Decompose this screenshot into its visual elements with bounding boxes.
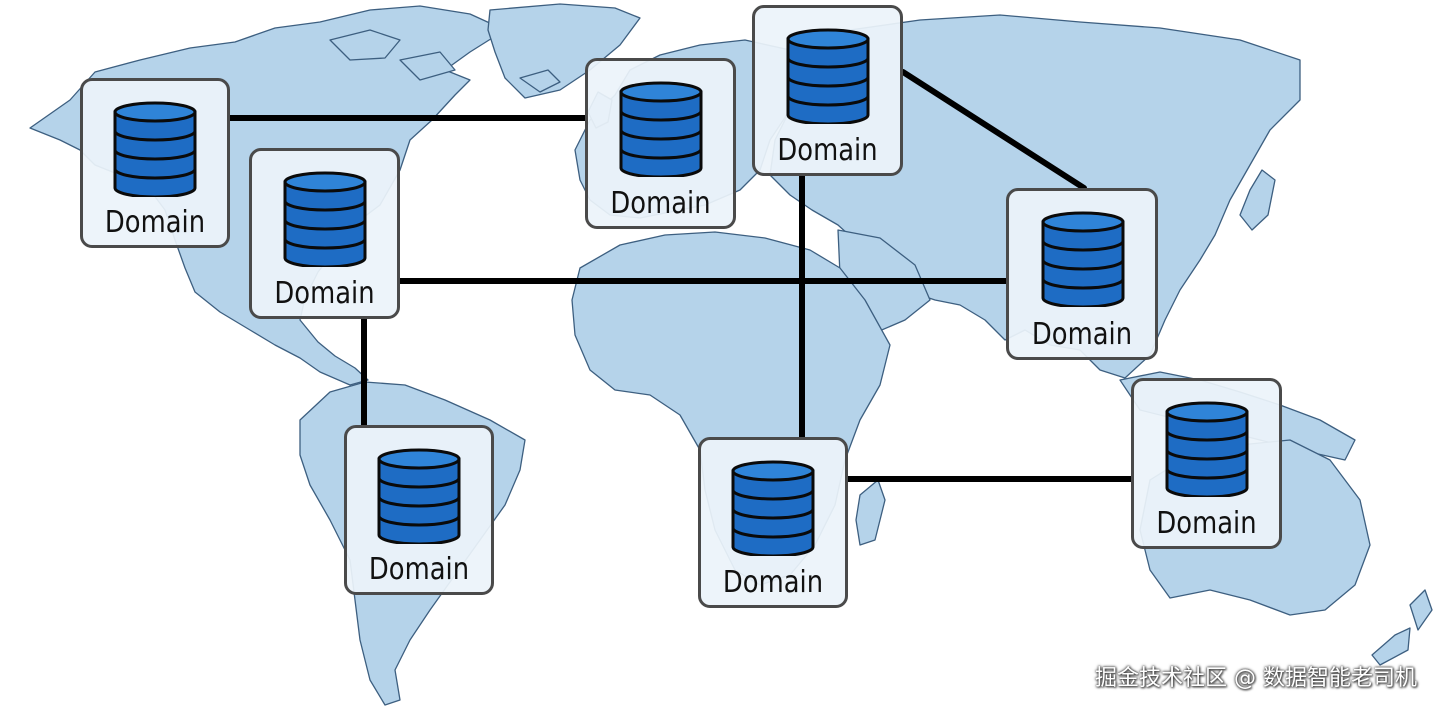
- database-top: [1041, 211, 1125, 233]
- domain-label: Domain: [274, 276, 375, 311]
- domain-node-north-america-west[interactable]: Domain: [80, 78, 230, 248]
- database-icon: [731, 460, 815, 556]
- database-layer-divider: [1165, 449, 1249, 461]
- database-body: [731, 469, 815, 556]
- database-layer-divider: [113, 149, 197, 161]
- domain-label: Domain: [1031, 317, 1133, 352]
- database-body: [619, 90, 703, 177]
- domain-node-south-america[interactable]: Domain: [344, 425, 494, 595]
- new-zealand: [1371, 589, 1433, 666]
- connector-eastern-europe-to-asia: [900, 69, 1087, 191]
- database-layer-divider: [283, 219, 367, 231]
- database-layer-divider: [619, 129, 703, 141]
- domain-node-eastern-europe[interactable]: Domain: [752, 5, 903, 176]
- database-body: [113, 110, 197, 197]
- database-layer-divider: [377, 515, 461, 527]
- japan: [1239, 169, 1276, 231]
- database-layer-divider: [786, 95, 870, 107]
- database-top: [113, 101, 197, 123]
- arctic-islands: [329, 29, 456, 81]
- database-layer-divider: [786, 57, 870, 69]
- database-layer-divider: [1041, 278, 1125, 290]
- database-icon: [283, 171, 367, 267]
- madagascar: [855, 479, 886, 546]
- database-layer-divider: [731, 489, 815, 501]
- database-layer-divider: [1165, 468, 1249, 480]
- database-icon: [619, 81, 703, 177]
- domain-label: Domain: [1156, 506, 1257, 541]
- database-body: [377, 457, 461, 544]
- database-layer-divider: [377, 496, 461, 508]
- watermark: 掘金技术社区 @ 数据智能老司机: [1095, 666, 1417, 691]
- database-layer-divider: [786, 76, 870, 88]
- greenland: [487, 3, 641, 99]
- database-icon: [113, 101, 197, 197]
- database-layer-divider: [113, 168, 197, 180]
- database-body: [786, 37, 870, 124]
- database-layer-divider: [283, 238, 367, 250]
- database-top: [283, 171, 367, 193]
- database-body: [1165, 410, 1249, 497]
- database-layer-divider: [113, 130, 197, 142]
- database-icon: [1165, 401, 1249, 497]
- domain-node-western-europe[interactable]: Domain: [585, 58, 736, 229]
- database-body: [283, 180, 367, 267]
- database-icon: [377, 448, 461, 544]
- database-layer-divider: [1041, 259, 1125, 271]
- domain-node-africa[interactable]: Domain: [698, 437, 848, 608]
- database-top: [1165, 401, 1249, 423]
- domain-label: Domain: [368, 552, 470, 587]
- database-layer-divider: [377, 477, 461, 489]
- domain-node-north-america-east[interactable]: Domain: [249, 148, 400, 319]
- database-icon: [786, 28, 870, 124]
- database-layer-divider: [619, 110, 703, 122]
- database-layer-divider: [731, 508, 815, 520]
- database-top: [619, 81, 703, 103]
- database-layer-divider: [283, 200, 367, 212]
- domain-node-asia[interactable]: Domain: [1006, 188, 1158, 360]
- connectors: [227, 69, 1134, 482]
- domain-label: Domain: [104, 205, 206, 240]
- database-top: [786, 28, 870, 50]
- domain-label: Domain: [610, 186, 711, 221]
- database-layer-divider: [619, 148, 703, 160]
- database-layer-divider: [1165, 430, 1249, 442]
- database-layer-divider: [731, 527, 815, 539]
- database-icon: [1041, 211, 1125, 307]
- domain-label: Domain: [722, 565, 824, 600]
- database-layer-divider: [1041, 240, 1125, 252]
- database-top: [377, 448, 461, 470]
- database-body: [1041, 220, 1125, 307]
- domain-label: Domain: [777, 133, 878, 168]
- domain-node-australia[interactable]: Domain: [1131, 378, 1282, 549]
- iceland: [519, 69, 561, 93]
- database-top: [731, 460, 815, 482]
